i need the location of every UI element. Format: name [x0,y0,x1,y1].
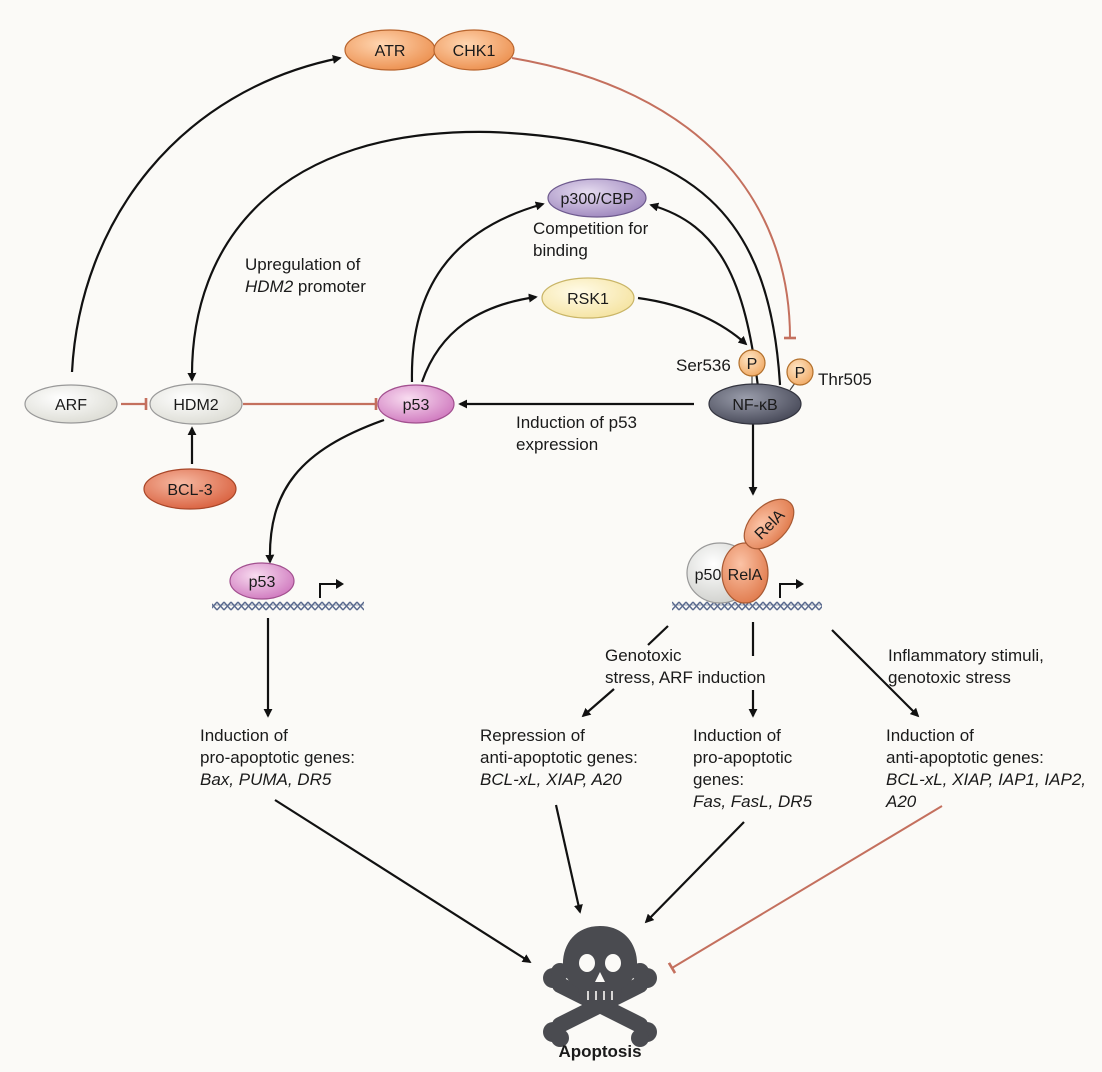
node-bcl3: BCL-3 [143,468,237,510]
svg-text:BCL-3: BCL-3 [167,482,212,499]
label-apoptosis: Apoptosis [558,1042,641,1061]
label-induction-p53-2: expression [516,435,598,454]
svg-text:CHK1: CHK1 [453,43,496,60]
node-p53-dna: p53 [229,562,295,600]
label-antiapoptotic-2: anti-apoptotic genes: [886,748,1044,767]
node-hdm2: HDM2 [149,383,243,425]
label-proapoptotic-4: Fas, FasL, DR5 [693,792,813,811]
svg-text:ATR: ATR [375,43,406,60]
edge-complex-to-antiapoptotic [831,629,920,718]
svg-text:NF-κB: NF-κB [732,397,777,414]
label-proapoptotic-2: pro-apoptotic [693,748,793,767]
label-genotoxic-1: Genotoxic [605,646,682,665]
label-inflammatory-2: genotoxic stress [888,668,1011,687]
label-induction-p53-1: Induction of p53 [516,413,637,432]
label-upregulation-1: Upregulation of [245,255,361,274]
svg-text:RelA: RelA [728,567,763,584]
skull-crossbones-icon [543,926,657,1047]
label-repression-2: anti-apoptotic genes: [480,748,638,767]
node-rsk1: RSK1 [541,277,635,319]
edge-repression-to-apoptosis [554,804,583,914]
edge-antiapoptotic-inhibits-apoptosis [667,805,943,974]
edge-nfkb-to-hdm2 [187,130,782,386]
label-ser536: Ser536 [676,356,731,375]
label-proapoptotic-3: genes: [693,770,744,789]
label-p53-out-3: Bax, PUMA, DR5 [200,770,332,789]
edge-chk1-inhibits-nfkb [511,57,797,340]
edge-rsk1-to-p-ser [637,296,748,346]
svg-text:RSK1: RSK1 [567,291,609,308]
label-inflammatory-1: Inflammatory stimuli, [888,646,1044,665]
node-arf: ARF [24,384,118,424]
transcription-start-nfkb-icon [779,579,804,598]
edge-p53-to-p300 [410,201,545,383]
label-proapoptotic-1: Induction of [693,726,781,745]
svg-text:p300/CBP: p300/CBP [561,191,634,208]
edge-nfkb-to-p300 [649,202,760,388]
node-chk1: CHK1 [433,29,515,71]
edge-p53genes-to-apoptosis [274,799,532,963]
edge-proapoptotic-to-apoptosis [644,821,745,924]
phospho-thr505: P [786,358,814,391]
phospho-ser536: P [738,349,766,387]
svg-text:p53: p53 [403,397,430,414]
label-antiapoptotic-4: A20 [885,792,917,811]
svg-text:p53: p53 [249,574,276,591]
node-p300-cbp: p300/CBP [547,178,647,218]
edge-complex-to-repression-a [647,625,669,646]
label-p53-out-2: pro-apoptotic genes: [200,748,355,767]
node-nfkb: NF-κB [708,383,802,425]
label-repression-1: Repression of [480,726,585,745]
node-rela-bottom: RelA [721,542,769,604]
edge-complex-to-repression-b [581,688,615,718]
svg-text:P: P [795,365,806,382]
label-upregulation-2: HDM2 promoter [245,277,366,296]
edge-p53-to-rsk1 [420,293,538,383]
label-antiapoptotic-3: BCL-xL, XIAP, IAP1, IAP2, [886,770,1086,789]
svg-text:p50: p50 [695,567,722,584]
label-antiapoptotic-1: Induction of [886,726,974,745]
label-genotoxic-2: stress, ARF induction [605,668,766,687]
edge-p53-to-dna [265,418,385,564]
label-competition-2: binding [533,241,588,260]
label-competition-1: Competition for [533,219,649,238]
edge-arf-to-atr [70,55,342,373]
svg-text:P: P [747,356,758,373]
svg-text:ARF: ARF [55,397,87,414]
svg-text:HDM2: HDM2 [173,397,218,414]
node-p53: p53 [377,384,455,424]
label-p53-out-1: Induction of [200,726,288,745]
label-repression-3: BCL-xL, XIAP, A20 [480,770,622,789]
dna-p53 [212,599,364,611]
transcription-start-p53-icon [319,579,344,598]
label-thr505: Thr505 [818,370,872,389]
node-atr: ATR [344,29,436,71]
